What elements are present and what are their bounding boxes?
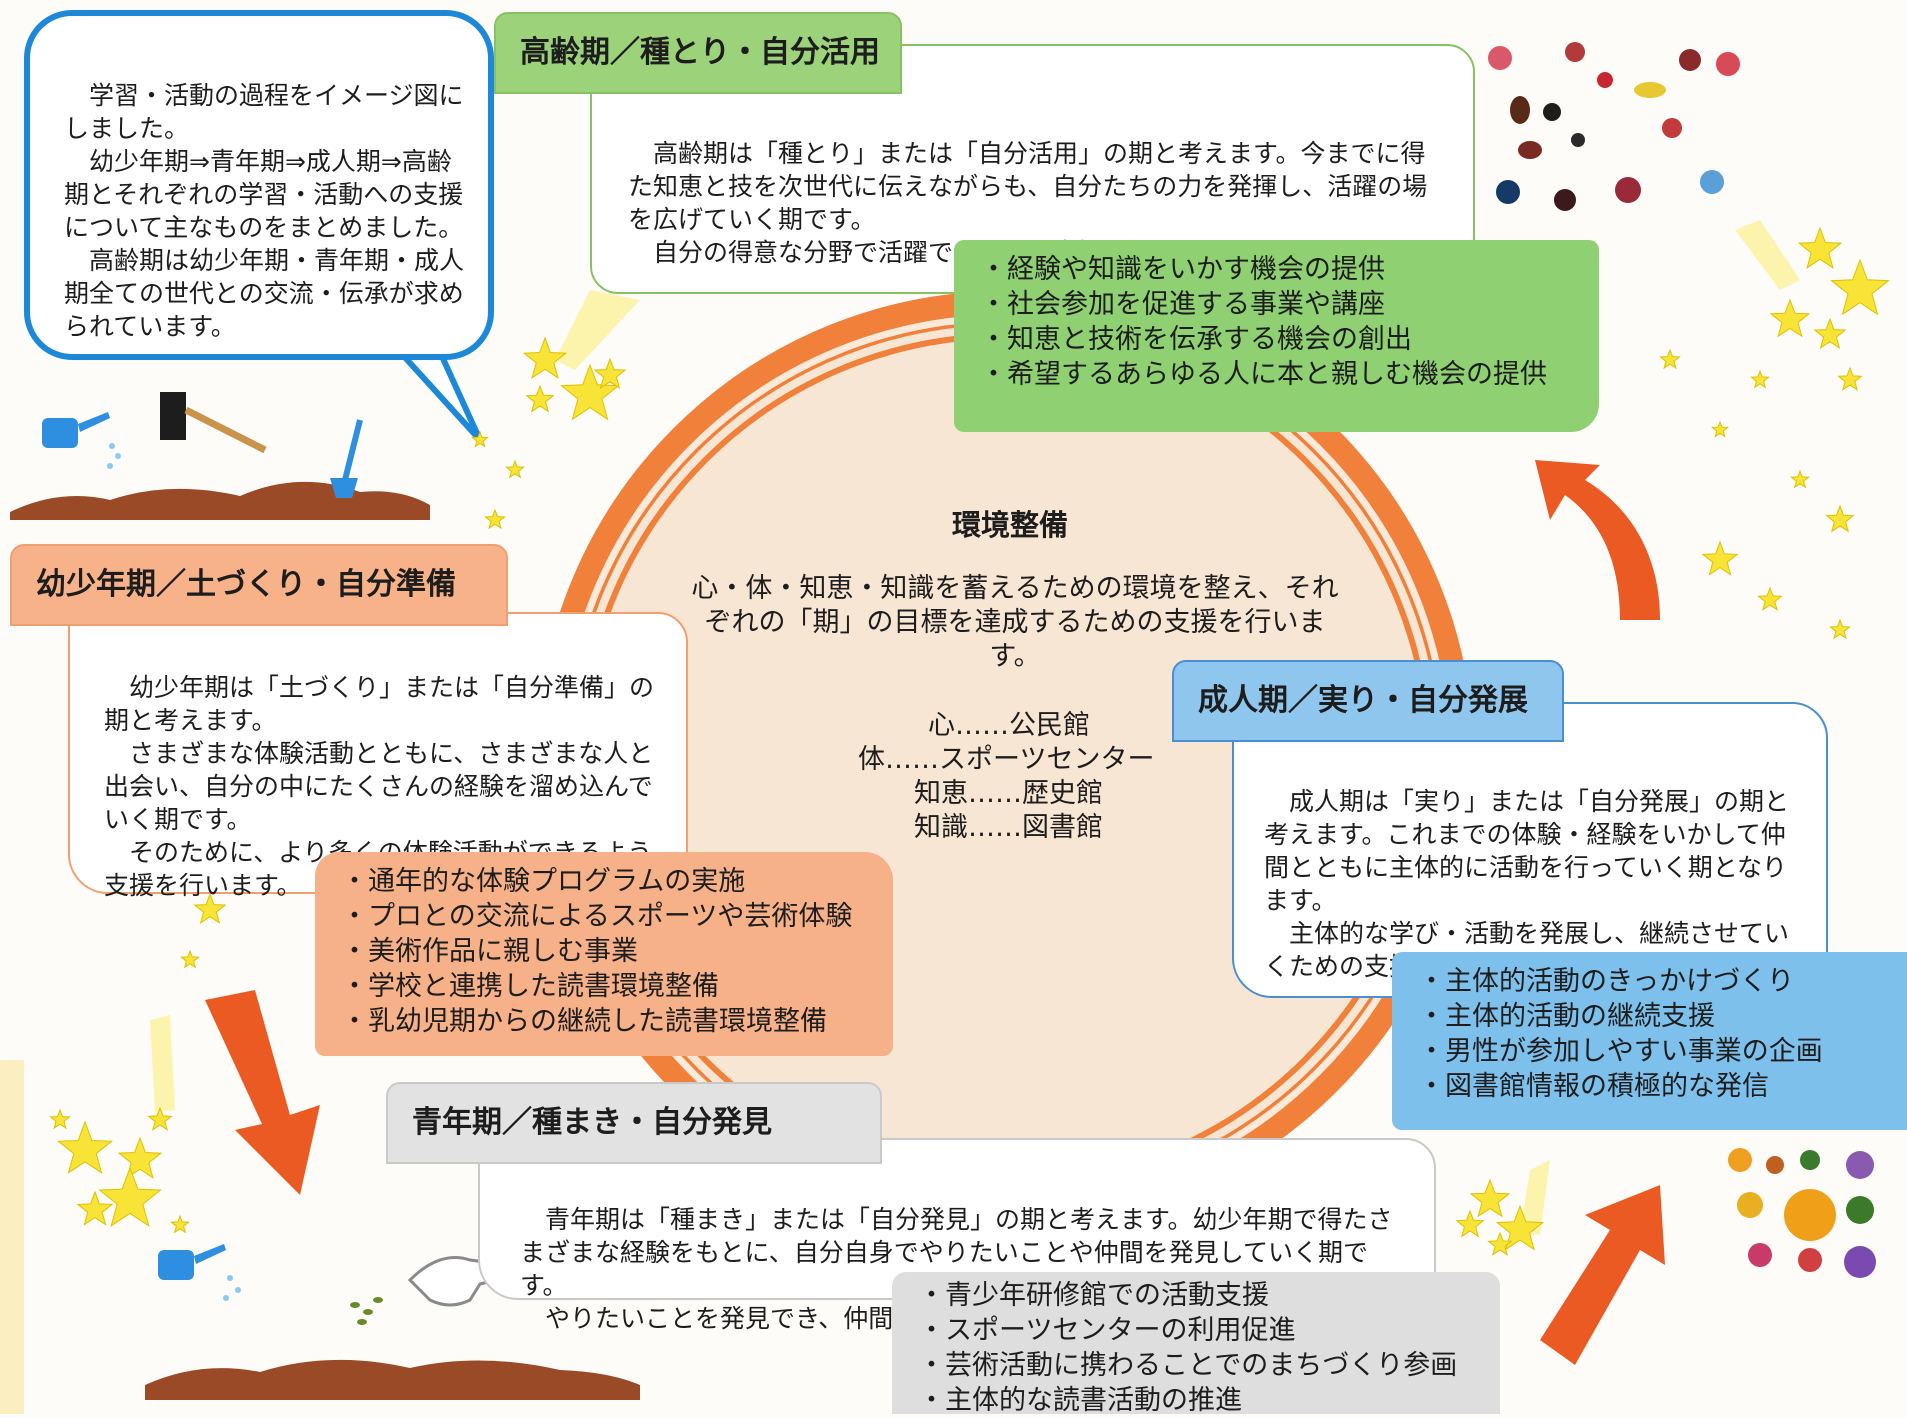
light-beam xyxy=(555,290,640,370)
arrow-childhood-to-youth-icon xyxy=(205,990,320,1195)
star-icon xyxy=(117,1136,163,1179)
star-icon xyxy=(1711,420,1729,438)
list-item: ・通年的な体験プログラムの実施 xyxy=(341,866,746,897)
list-item: ・社会参加を促進する事業や講座 xyxy=(980,289,1385,320)
list-item: ・経験や知識をいかす機会の提供 xyxy=(980,254,1385,285)
arrow-adult-to-elderly-icon xyxy=(1535,460,1660,620)
star-icon xyxy=(1701,540,1739,576)
star-icon xyxy=(180,949,200,969)
list-item: ・芸術活動に携わることでのまちづくり参画 xyxy=(918,1350,1458,1381)
star-icon xyxy=(471,430,489,448)
list-item: ・青少年研修館での活動支援 xyxy=(918,1280,1269,1311)
soil-icon xyxy=(10,481,430,520)
center-title: 環境整備 xyxy=(951,508,1068,542)
mapping-kokoro: 心……公民館 xyxy=(928,710,1090,741)
arrow-youth-to-adult-icon xyxy=(1540,1185,1665,1365)
light-beam xyxy=(150,1015,175,1112)
star-icon xyxy=(484,508,506,530)
list-item: ・乳幼児期からの継続した読書環境整備 xyxy=(341,1006,827,1037)
soil-icon xyxy=(145,1359,640,1400)
seed-pods-icon xyxy=(1488,42,1740,211)
list-item: ・美術作品に親しむ事業 xyxy=(341,936,638,967)
star-icon xyxy=(193,892,227,925)
list-item: ・主体的な読書活動の推進 xyxy=(918,1385,1242,1416)
childhood-title: 幼少年期／土づくり・自分準備 xyxy=(10,544,508,626)
star-icon xyxy=(1829,618,1851,640)
adult-support-list: ・主体的活動のきっかけづくり ・主体的活動の継続支援 ・男性が参加しやすい事業の… xyxy=(1392,952,1907,1130)
star-icon xyxy=(560,363,620,421)
star-icon xyxy=(1830,258,1890,316)
left-edge-strip xyxy=(0,1060,24,1414)
star-icon xyxy=(1837,366,1863,391)
list-item: ・主体的活動のきっかけづくり xyxy=(1418,966,1795,997)
watering-can-icon xyxy=(42,412,121,469)
star-icon xyxy=(1769,298,1811,338)
list-item: ・知恵と技術を伝承する機会の創出 xyxy=(980,324,1412,355)
star-icon xyxy=(98,1166,162,1228)
center-description: 心・体・知恵・知識を蓄えるための環境を整え、それぞれの「期」の目標を達成するため… xyxy=(691,573,1339,672)
light-beam xyxy=(1735,220,1800,290)
hoe-icon xyxy=(160,392,267,454)
mapping-chie: 知恵……歴史館 xyxy=(914,778,1103,809)
list-item: ・希望するあらゆる人に本と親しむ機会の提供 xyxy=(980,359,1547,390)
childhood-support-list: ・通年的な体験プログラムの実施 ・プロとの交流によるスポーツや芸術体験 ・美術作… xyxy=(315,852,893,1056)
star-icon xyxy=(57,1120,113,1174)
star-icon xyxy=(525,384,555,413)
star-icon xyxy=(76,1190,114,1226)
intro-text: 学習・活動の過程をイメージ図にしました。 幼少年期⇒青年期⇒成人期⇒高齢期とそれ… xyxy=(64,81,465,341)
intro-speech-bubble: 学習・活動の過程をイメージ図にしました。 幼少年期⇒青年期⇒成人期⇒高齢期とそれ… xyxy=(24,10,494,360)
star-icon xyxy=(1487,1231,1513,1256)
youth-support-list: ・青少年研修館での活動支援 ・スポーツセンターの利用促進 ・芸術活動に携わること… xyxy=(892,1272,1500,1416)
shovel-icon xyxy=(330,419,363,498)
star-icon xyxy=(522,336,568,379)
star-icon xyxy=(1813,317,1847,350)
stars-decoration xyxy=(49,226,1890,1256)
star-icon xyxy=(1495,1204,1545,1251)
star-icon xyxy=(170,1214,190,1234)
star-icon xyxy=(1825,504,1855,533)
youth-title: 青年期／種まき・自分発見 xyxy=(386,1082,882,1164)
star-icon xyxy=(505,459,525,479)
list-item: ・学校と連携した読書環境整備 xyxy=(341,971,719,1002)
elderly-support-list: ・経験や知識をいかす機会の提供 ・社会参加を促進する事業や講座 ・知恵と技術を伝… xyxy=(954,240,1599,432)
star-icon xyxy=(1469,1178,1511,1218)
watering-can-icon xyxy=(158,1244,241,1301)
star-icon xyxy=(1750,369,1770,389)
list-item: ・スポーツセンターの利用促進 xyxy=(918,1315,1296,1346)
star-icon xyxy=(1455,1209,1485,1238)
vegetables-icon xyxy=(1728,1148,1876,1278)
star-icon xyxy=(1659,348,1681,370)
mapping-karada: 体……スポーツセンター xyxy=(858,744,1155,775)
star-icon xyxy=(1790,469,1810,489)
list-item: ・男性が参加しやすい事業の企画 xyxy=(1418,1036,1823,1067)
light-beam xyxy=(1520,1160,1550,1235)
star-icon xyxy=(49,1108,71,1130)
star-icon xyxy=(147,1106,173,1131)
star-icon xyxy=(1797,226,1843,269)
list-item: ・プロとの交流によるスポーツや芸術体験 xyxy=(341,901,853,932)
adult-description-panel: 成人期は「実り」または「自分発展」の期と考えます。これまでの体験・経験をいかして… xyxy=(1232,702,1828,998)
adult-title: 成人期／実り・自分発展 xyxy=(1172,660,1564,742)
list-item: ・主体的活動の継続支援 xyxy=(1418,1001,1715,1032)
star-icon xyxy=(1757,586,1783,611)
adult-description: 成人期は「実り」または「自分発展」の期と考えます。これまでの体験・経験をいかして… xyxy=(1264,787,1790,981)
mapping-chishiki: 知識……図書館 xyxy=(914,812,1103,843)
list-item: ・図書館情報の積極的な発信 xyxy=(1418,1071,1769,1102)
star-icon xyxy=(593,357,627,390)
elderly-title: 高齢期／種とり・自分活用 xyxy=(494,12,902,94)
seeds-icon xyxy=(350,1297,383,1325)
